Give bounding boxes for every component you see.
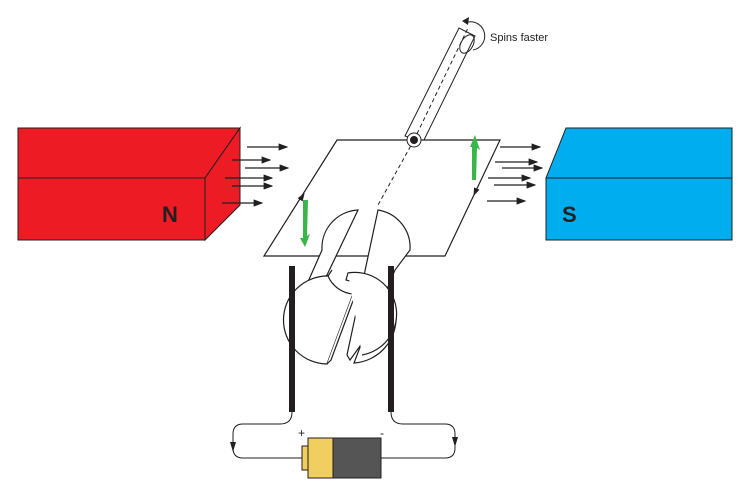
south-magnet — [545, 127, 733, 241]
battery-minus-label: - — [380, 426, 384, 440]
north-label: N — [162, 202, 178, 227]
rotation-label: Spins faster — [490, 32, 548, 44]
brush-left — [289, 266, 295, 412]
battery — [301, 437, 382, 479]
magnetic-field-arrows — [222, 143, 544, 207]
rotation-arrow-icon — [467, 21, 486, 51]
brush-right — [388, 266, 394, 412]
circuit-wire — [232, 411, 456, 459]
commutator — [282, 209, 411, 365]
battery-plus-label: + — [298, 426, 305, 440]
motor-shaft — [404, 27, 476, 143]
axis-line — [377, 139, 415, 206]
shaft-pivot-center — [410, 136, 418, 144]
rotation-arrowhead-icon — [462, 17, 469, 25]
north-magnet — [17, 126, 241, 242]
force-arrow-up — [470, 135, 480, 180]
current-direction-up-icon — [230, 442, 236, 452]
current-arrow-left — [297, 193, 305, 202]
current-direction-down-icon — [452, 437, 458, 447]
south-label: S — [562, 202, 577, 227]
current-arrow-right — [473, 187, 480, 196]
force-arrow-down — [300, 200, 310, 247]
